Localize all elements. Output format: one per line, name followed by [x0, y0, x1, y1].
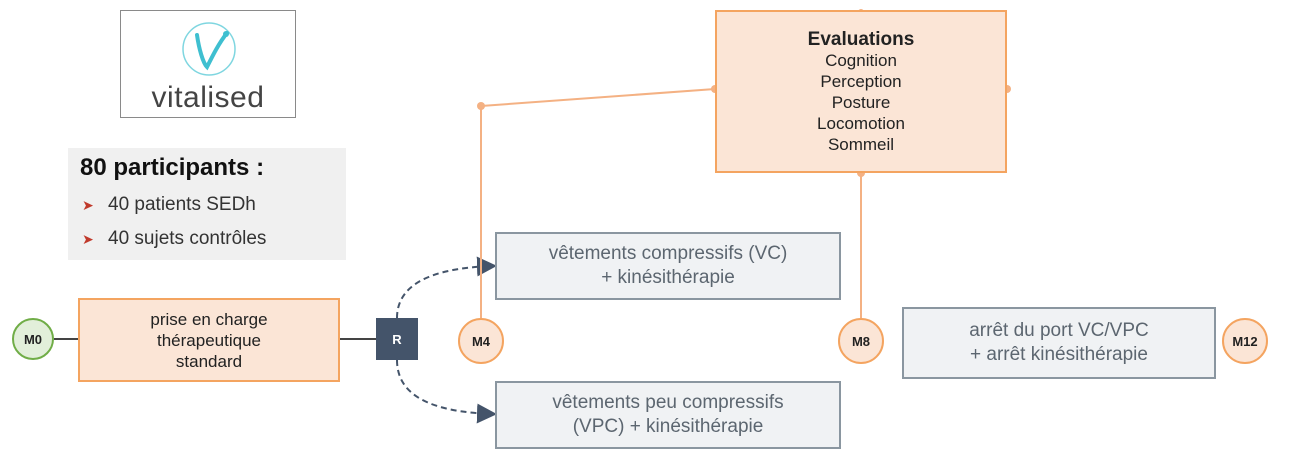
vc-arm-line: + kinésithérapie: [601, 267, 735, 288]
milestone-m4: M4: [458, 318, 504, 364]
stop-treatment-line: + arrêt kinésithérapie: [970, 344, 1148, 365]
evaluation-item: Perception: [820, 71, 902, 91]
participant-item: ➤40 sujets contrôles: [82, 228, 267, 249]
milestone-m8: M8: [838, 318, 884, 364]
vc-arm-line: vêtements compressifs (VC): [548, 243, 788, 264]
arrow-bullet-icon: ➤: [82, 231, 94, 247]
vc-arm-box: vêtements compressifs (VC) + kinésithéra…: [495, 232, 841, 300]
vpc-arm-line: vêtements peu compressifs: [552, 392, 784, 413]
milestone-m12: M12: [1222, 318, 1268, 364]
standard-care-line: prise en charge: [150, 309, 268, 329]
randomisation-node: R: [376, 318, 418, 360]
logo-wordmark: vitalised: [151, 81, 265, 114]
vitalised-logo: vitalised: [120, 10, 296, 118]
participants-title: 80 participants :: [80, 154, 265, 181]
arrow-to-vc: [396, 256, 497, 319]
vitalised-logo-mark-icon: [182, 22, 236, 76]
evaluation-item: Cognition: [825, 50, 897, 70]
stop-treatment-line: arrêt du port VC/VPC: [969, 320, 1149, 341]
standard-care-box: prise en charge thérapeutique standard: [78, 298, 340, 382]
connector-dot: [477, 102, 485, 110]
vpc-arm-box: vêtements peu compressifs (VPC) + kinési…: [495, 381, 841, 449]
evaluation-item: Posture: [831, 92, 891, 112]
vpc-arm-line: (VPC) + kinésithérapie: [572, 416, 764, 437]
evaluations-box: Evaluations Cognition Perception Posture…: [715, 10, 1007, 173]
evaluation-item: Sommeil: [827, 134, 895, 154]
arrow-bullet-icon: ➤: [82, 197, 94, 213]
evaluations-title: Evaluations: [807, 28, 915, 50]
evaluation-item: Locomotion: [817, 113, 905, 133]
participants-panel: 80 participants : ➤40 patients SEDh ➤40 …: [68, 148, 346, 260]
standard-care-line: thérapeutique: [157, 330, 261, 350]
arrow-to-vpc: [396, 359, 497, 424]
stop-treatment-box: arrêt du port VC/VPC + arrêt kinésithéra…: [902, 307, 1216, 379]
standard-care-line: standard: [175, 351, 243, 371]
milestone-m0: M0: [12, 318, 54, 360]
participant-item: ➤40 patients SEDh: [82, 194, 256, 215]
connector-evals-m4-horizontal: [480, 88, 716, 107]
